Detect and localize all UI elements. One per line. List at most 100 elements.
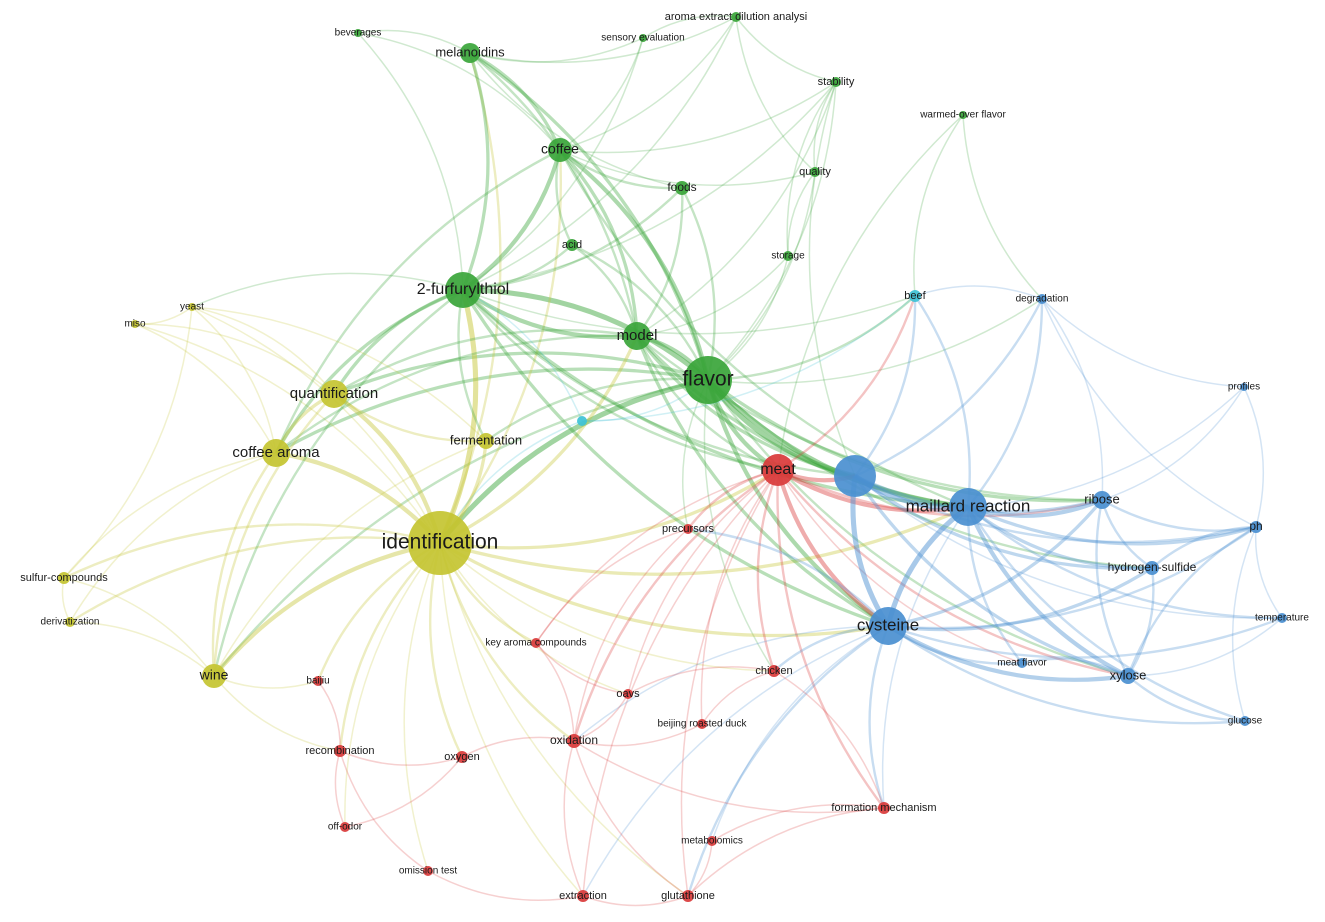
node-precursors[interactable] (683, 524, 693, 534)
label-quantification: quantification (290, 385, 378, 402)
edge-2-furfurylthiol-yeast (191, 272, 464, 308)
node-glucose[interactable] (1240, 716, 1250, 726)
edge-model-melanoidins (469, 52, 639, 337)
edge-identification-2-furfurylthiol (437, 289, 479, 545)
edge-flavor-acid (571, 243, 710, 381)
edge-maillard-reaction-profiles (967, 386, 1245, 508)
edge-maillard-reaction-degradation (967, 298, 1044, 508)
node-extraction[interactable] (577, 890, 589, 902)
node-oavs[interactable] (623, 689, 633, 699)
edge-stability-quality (813, 81, 837, 173)
node-wine[interactable] (202, 664, 226, 688)
edge-wine-sulfur-compounds (63, 577, 215, 677)
label-meat: meat (760, 461, 796, 478)
edge-blue-unlabeled-degradation (854, 298, 1044, 478)
node-xylose[interactable] (1120, 668, 1136, 684)
edge-extraction-glutathione (582, 895, 689, 907)
node-beijing-roasted-duck[interactable] (697, 719, 707, 729)
node-sulfur-compounds[interactable] (58, 572, 70, 584)
node-melanoidins[interactable] (460, 43, 480, 63)
node-ribose[interactable] (1093, 491, 1111, 509)
label-chicken: chicken (755, 665, 792, 677)
node-flavor[interactable] (684, 356, 732, 404)
node-cyan-small[interactable] (577, 416, 587, 426)
node-key-aroma-compounds[interactable] (531, 638, 541, 648)
edge-flavor-coffee (558, 148, 711, 381)
label-coffee-aroma: coffee aroma (232, 444, 320, 461)
edge-oxidation-extraction (563, 740, 584, 897)
edge-quantification-fermentation (333, 393, 487, 443)
node-baijiu[interactable] (313, 676, 323, 686)
node-cysteine[interactable] (869, 607, 907, 645)
label-sulfur-compounds: sulfur-compounds (20, 572, 108, 584)
label-extraction: extraction (559, 890, 607, 902)
node-ph[interactable] (1250, 521, 1262, 533)
edge-formation-mechanism-chicken (773, 670, 885, 809)
edge-precursors-key-aroma-compounds (535, 528, 689, 644)
node-sensory-evaluation[interactable] (639, 34, 647, 42)
edge-meat-ribose (777, 468, 1103, 518)
node-miso[interactable] (131, 320, 139, 328)
node-2-furfurylthiol[interactable] (445, 272, 481, 308)
edge-coffee-aroma-yeast (191, 306, 277, 454)
edge-oxidation-glutathione (573, 740, 689, 897)
edge-flavor-xylose (707, 379, 1129, 678)
edge-cysteine-precursors (687, 527, 889, 627)
node-quality[interactable] (810, 167, 820, 177)
node-acid[interactable] (566, 239, 578, 251)
node-omission-test[interactable] (423, 866, 433, 876)
label-aroma-extract: aroma extract dilution analysi (665, 11, 807, 23)
node-foods[interactable] (675, 181, 689, 195)
node-fermentation[interactable] (478, 433, 494, 449)
node-formation-mechanism[interactable] (878, 802, 890, 814)
edge-identification-melanoidins (438, 52, 502, 544)
label-flavor: flavor (682, 368, 733, 391)
node-meat-flavor[interactable] (1017, 658, 1027, 668)
node-yeast[interactable] (188, 303, 196, 311)
edge-model-meat (635, 335, 779, 472)
node-hydrogen-sulfide[interactable] (1145, 561, 1159, 575)
node-coffee[interactable] (548, 138, 572, 162)
node-chicken[interactable] (768, 665, 780, 677)
node-oxidation[interactable] (567, 734, 581, 748)
edge-blue-unlabeled-ph (854, 474, 1257, 544)
node-aroma-extract[interactable] (731, 12, 741, 22)
node-oxygen[interactable] (456, 751, 468, 763)
node-metabolomics[interactable] (707, 836, 717, 846)
node-blue-unlabeled[interactable] (834, 455, 876, 497)
label-warmed-over-flavor: warmed-over flavor (919, 110, 1006, 121)
node-identification[interactable] (408, 511, 472, 575)
label-omission-test: omission test (399, 866, 458, 877)
node-meat[interactable] (762, 454, 794, 486)
node-degradation[interactable] (1037, 294, 1047, 304)
edge-meat-oavs (627, 469, 779, 695)
node-maillard-reaction[interactable] (949, 488, 987, 526)
label-ribose: ribose (1084, 491, 1119, 506)
edge-identification-meat (439, 468, 779, 550)
node-quantification[interactable] (320, 380, 348, 408)
edge-identification-chicken (439, 542, 775, 672)
edge-blue-unlabeled-temperature (854, 475, 1283, 619)
node-beverages[interactable] (354, 29, 362, 37)
edge-identification-model (439, 335, 639, 545)
edge-warmed-over-flavor-degradation (962, 114, 1043, 300)
node-warmed-over-flavor[interactable] (959, 111, 967, 119)
node-storage[interactable] (783, 251, 793, 261)
node-beef[interactable] (909, 290, 921, 302)
node-stability[interactable] (831, 77, 841, 87)
node-recombination[interactable] (334, 745, 346, 757)
node-model[interactable] (623, 322, 651, 350)
label-oavs: oavs (616, 688, 640, 700)
node-glutathione[interactable] (682, 890, 694, 902)
node-off-odor[interactable] (340, 822, 350, 832)
node-coffee-aroma[interactable] (262, 439, 290, 467)
edge-formation-mechanism-metabolomics (711, 803, 885, 842)
edge-cysteine-xylose (886, 624, 1129, 682)
node-derivatization[interactable] (65, 617, 75, 627)
label-baijiu: baijiu (306, 676, 329, 687)
node-profiles[interactable] (1240, 383, 1248, 391)
label-key-aroma-compounds: key aroma compounds (485, 638, 586, 649)
node-temperature[interactable] (1277, 613, 1287, 623)
edge-chicken-oavs (627, 666, 775, 695)
label-oxidation: oxidation (550, 733, 598, 747)
